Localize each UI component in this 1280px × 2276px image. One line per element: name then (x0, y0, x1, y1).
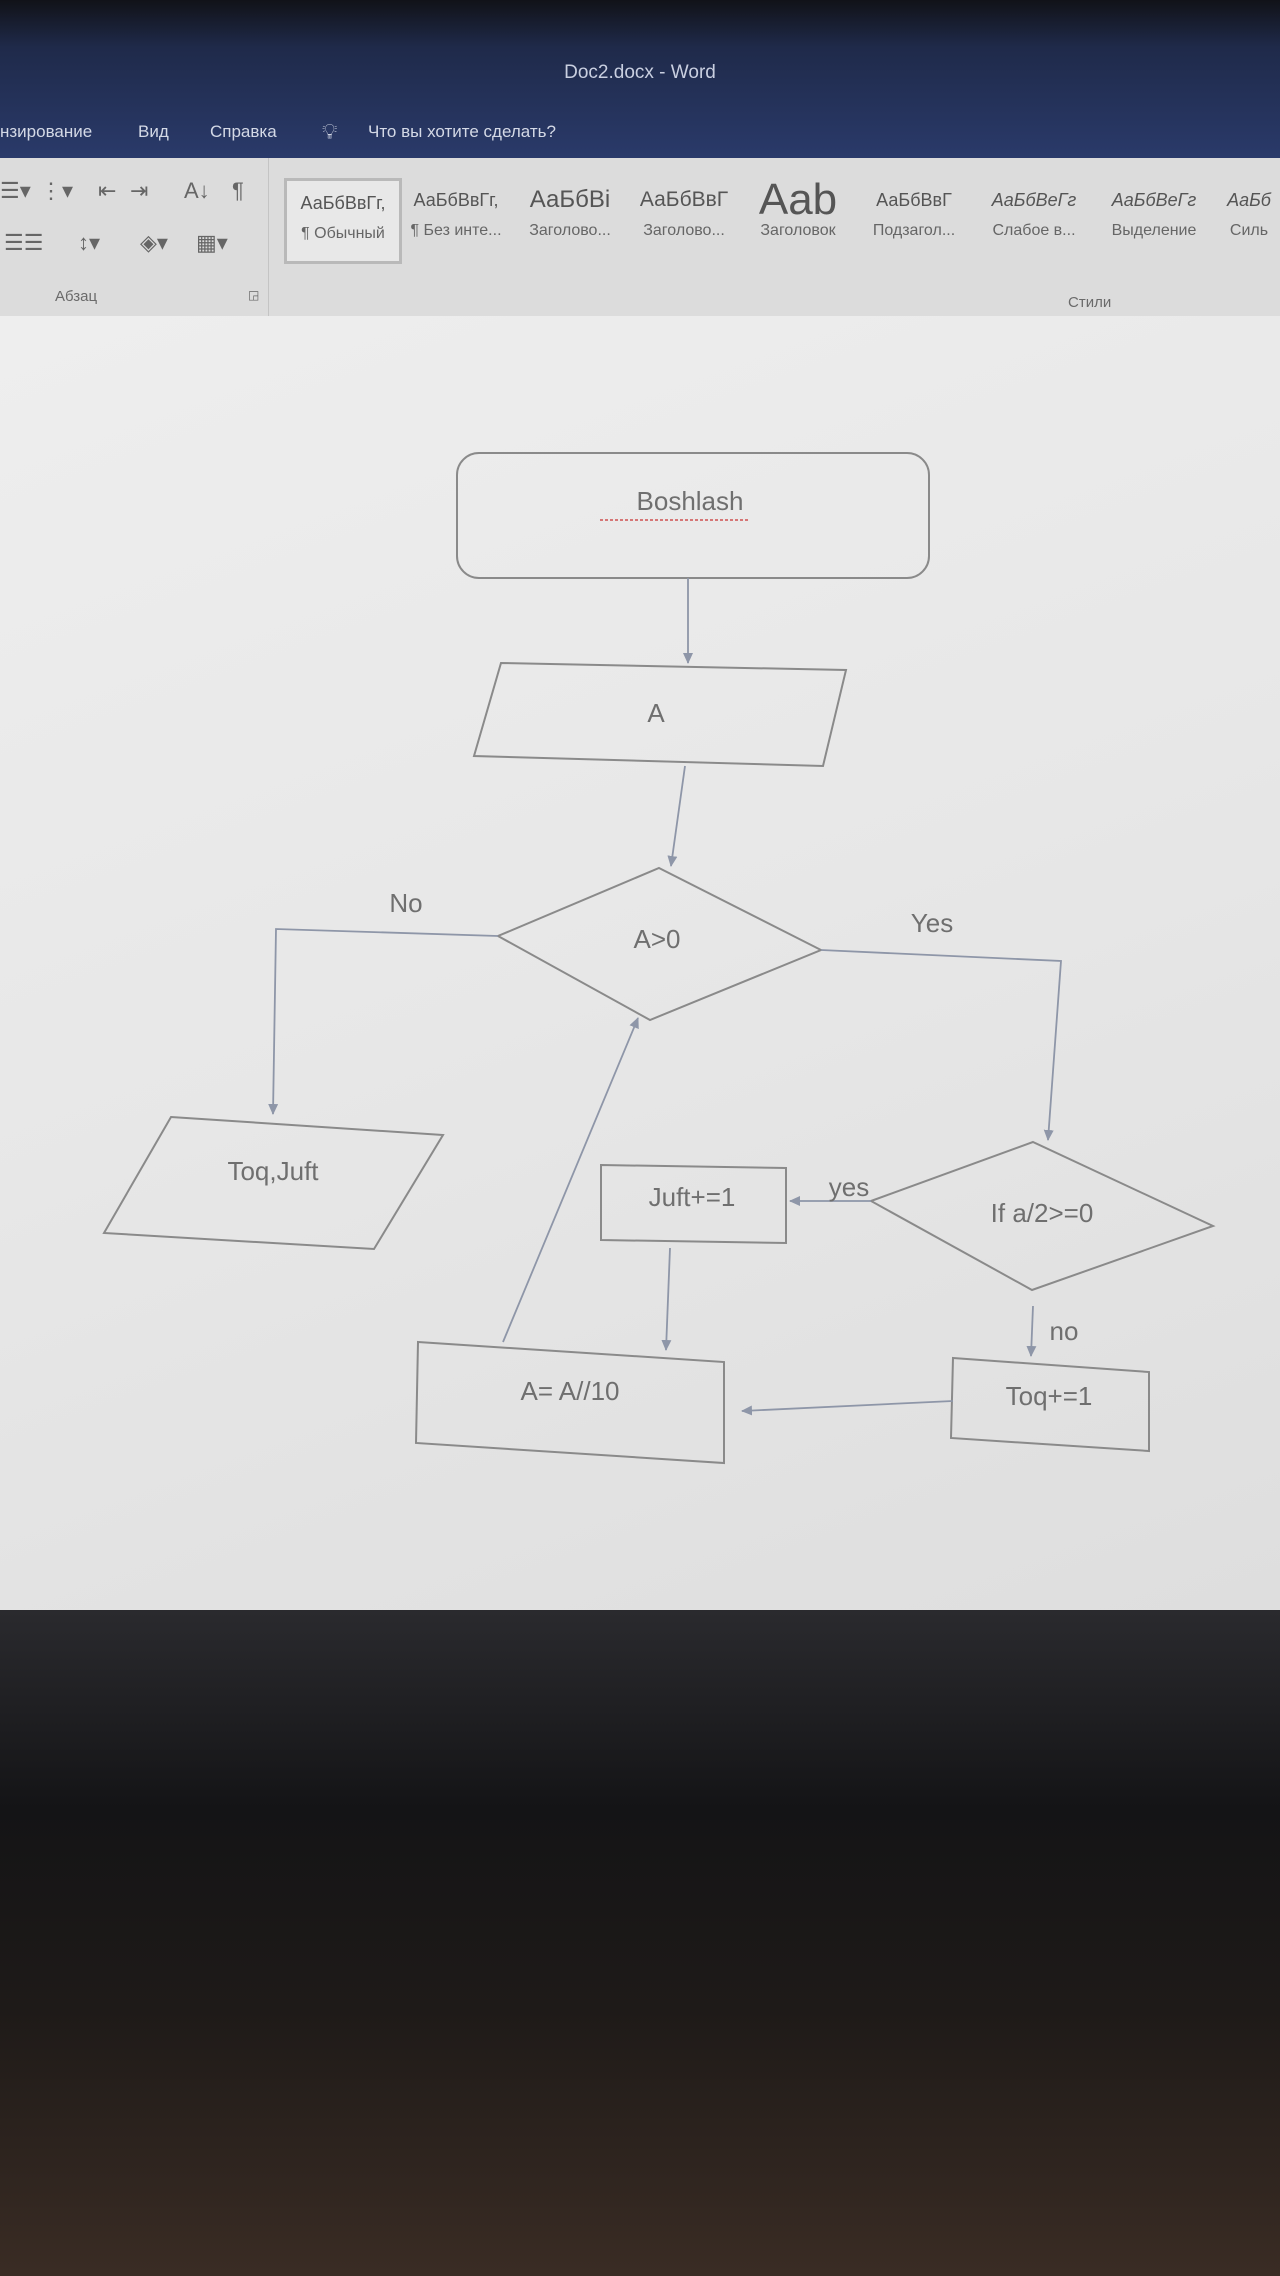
window-title: Doc2.docx - Word (564, 62, 716, 83)
output-parallelogram[interactable] (102, 1115, 445, 1251)
juft-process[interactable] (600, 1163, 787, 1245)
arrow-no-branch (268, 928, 499, 1115)
arrow-toq-to-divide (741, 1400, 954, 1416)
ribbon: ☰▾ ⋮▾ ⇤ ⇥ A↓ ¶ ☰☰ ↕▾ ◈▾ ▦▾ Абзац ◲ АаБбВ… (0, 158, 1280, 317)
tell-me-search[interactable]: Что вы хотите сделать? (368, 122, 556, 141)
condition1-label: A>0 (634, 924, 681, 954)
pilcrow-icon[interactable]: ¶ (232, 178, 244, 203)
multilevel-list-icon[interactable]: ⋮▾ (40, 178, 74, 203)
paragraph-group-label: Абзац (55, 288, 98, 305)
yes2-label: yes (829, 1172, 869, 1202)
start-label: Boshlash (637, 486, 744, 516)
lightbulb-icon: 💡︎ (322, 119, 338, 144)
style-normal[interactable]: АаБбВвГг,¶ Обычный (284, 178, 402, 264)
document-page[interactable] (0, 316, 1280, 1616)
no2-label: no (1050, 1316, 1079, 1346)
arrow-no2 (1026, 1305, 1037, 1357)
yes-label: Yes (911, 908, 953, 938)
divide-label: A= A//10 (520, 1376, 619, 1406)
styles-group-label: Стили (1068, 294, 1112, 311)
monitor-bezel (0, 1610, 1280, 2276)
output-label: Toq,Juft (227, 1156, 319, 1186)
arrow-input-to-condition (667, 765, 686, 867)
arrow-yes-branch (820, 949, 1062, 1141)
title-bar: Doc2.docx - Word нзирование Вид Справка … (0, 0, 1280, 158)
paragraph-group: ☰▾ ⋮▾ ⇤ ⇥ A↓ ¶ ☰☰ ↕▾ ◈▾ ▦▾ Абзац ◲ (0, 158, 269, 316)
toq-label: Toq+=1 (1006, 1381, 1093, 1411)
borders-icon[interactable]: ▦▾ (196, 230, 228, 255)
condition-diamond-2[interactable] (868, 1140, 1216, 1292)
juft-label: Juft+=1 (649, 1182, 736, 1212)
input-label: A (647, 698, 665, 728)
divide-process[interactable] (414, 1340, 725, 1465)
toq-process[interactable] (949, 1356, 1150, 1453)
no-label: No (389, 888, 422, 918)
menu-view[interactable]: Вид (138, 122, 169, 141)
menu-review[interactable]: нзирование (0, 122, 93, 141)
input-parallelogram[interactable] (472, 661, 848, 768)
decrease-indent-icon[interactable]: ⇤ (98, 178, 117, 203)
arrow-juft-to-divide (661, 1247, 672, 1351)
line-spacing-icon[interactable]: ↕▾ (78, 230, 101, 255)
sort-icon[interactable]: A↓ (184, 178, 210, 203)
dialog-launcher-icon[interactable]: ◲ (248, 288, 260, 302)
style-no-spacing[interactable]: АаБбВвГг,¶ Без инте... (410, 190, 502, 239)
bullets-icon[interactable]: ☰▾ (0, 178, 31, 203)
arrow-loop-back (502, 1017, 639, 1343)
start-terminator[interactable] (456, 452, 930, 579)
menu-help[interactable]: Справка (210, 122, 277, 141)
condition2-label: If a/2>=0 (991, 1198, 1094, 1228)
condition-diamond-1[interactable] (495, 866, 824, 1022)
shading-icon[interactable]: ◈▾ (140, 230, 168, 255)
increase-indent-icon[interactable]: ⇥ (130, 178, 149, 203)
align-icon[interactable]: ☰☰ (4, 230, 44, 255)
